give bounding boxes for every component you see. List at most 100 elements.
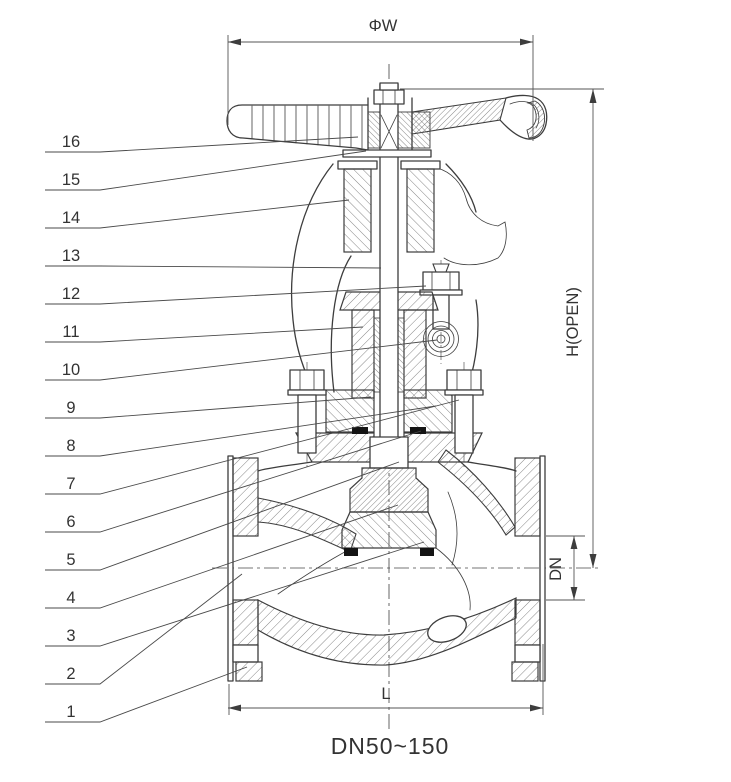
arrowhead-top [570,536,578,549]
bridge-opening [427,615,467,643]
leader-16 [45,136,359,153]
yoke-left-outer-arm [290,163,334,393]
seat-ring [341,511,437,549]
eyebolt-cap [432,263,450,273]
right-flange-foot [511,661,539,682]
leader-9 [45,396,372,419]
left-flange-bolt-hole [232,644,259,663]
valve-body [227,449,546,682]
left-bolt-head [289,369,325,391]
right-flange-face [539,455,546,682]
part-label-10: 10 [62,361,80,379]
stuffing-box-right-wall [403,309,427,399]
leader-15 [45,150,367,191]
l-label: L [381,685,390,703]
part-callouts: 16 15 14 13 12 11 10 9 8 7 6 5 4 3 2 1 [45,133,460,723]
arrowhead-right [520,38,533,46]
part-label-1: 1 [66,703,75,721]
leader-10 [45,339,438,381]
passage-right-line [435,547,471,611]
bushing-right-cap [400,160,441,170]
bonnet-gasket-right [410,427,426,434]
gland-pin [436,334,446,344]
handwheel-grip-ticks [251,105,363,149]
part-label-11: 11 [62,323,79,341]
cavity-arc [447,491,458,566]
left-pipe-flange [227,455,263,682]
seat-seal-left [344,548,358,556]
leader-13 [45,265,382,269]
hub-left-section [367,111,381,149]
passage-left-line [277,547,353,595]
arrowhead-bottom [589,554,597,568]
arrowhead-left [228,704,241,712]
part-label-2: 2 [66,665,75,683]
gland-pin-ring [432,330,450,348]
right-flange-bolt-hole [514,644,541,663]
yoke-right-upper-arm [445,163,477,213]
handwheel [226,82,548,158]
left-flange-lower [232,599,259,646]
part-label-7: 7 [66,475,75,493]
part-label-14: 14 [62,209,80,227]
bonnet-left-section [325,389,375,433]
right-bolt-shank [454,394,474,454]
part-label-6: 6 [66,513,75,531]
handwheel-washer [342,149,432,158]
left-flange-upper [232,457,259,537]
packing-right [397,317,405,393]
handwheel-rim-section [526,100,546,139]
outlet-upper-wall [437,449,516,536]
part-label-15: 15 [62,171,80,189]
leader-3 [45,541,425,647]
gland-assembly [339,263,463,399]
left-flange-face [227,455,234,682]
arrowhead-right [530,704,543,712]
leader-14 [45,199,350,229]
dimension-phi-w: ΦW [227,17,534,141]
left-flange-foot [235,661,263,682]
dimension-l: L [228,644,544,715]
part-label-8: 8 [66,437,75,455]
leader-5 [45,461,400,571]
right-pipe-flange [511,455,546,682]
body-bottom-wall [257,597,517,666]
packing-left [373,317,381,393]
stem-tip-cap [379,82,399,91]
leader-8 [45,405,437,457]
handwheel-left-arm [226,104,369,151]
part-label-16: 16 [62,133,80,151]
stem-square-cross [380,114,398,149]
stem-group [379,83,399,461]
part-label-5: 5 [66,551,75,569]
left-bolt-washer [287,389,327,396]
neck-left-outer [257,461,313,472]
bonnet-gasket-left [352,427,368,434]
yoke-bushing [337,160,441,253]
h-open-label: H(OPEN) [564,287,582,357]
handwheel-rim-end [499,94,548,140]
disc-nut-collar [369,436,409,469]
bushing-left-section [343,168,372,253]
arrowhead-bottom [570,587,578,600]
arrowhead-top [589,89,597,103]
part-label-13: 13 [62,247,80,265]
gland-pin-ring [427,325,455,353]
stuffing-box-left-wall [351,309,375,399]
leader-12 [45,285,427,305]
trim [341,436,437,556]
eyebolt-shank [432,294,450,330]
right-flange-lower [514,599,541,646]
dimension-h-open: H(OPEN) [400,88,604,568]
dn-label: DN [547,557,565,581]
neck-right-outer [467,461,517,472]
right-bolt-washer [444,389,484,396]
part-label-12: 12 [62,285,80,303]
leader-4 [45,504,399,609]
leader-2 [45,573,243,685]
leader-6 [45,430,422,533]
bushing-left-cap [337,160,378,170]
eyebolt-nut [422,271,460,291]
bushing-right-section [406,168,435,253]
